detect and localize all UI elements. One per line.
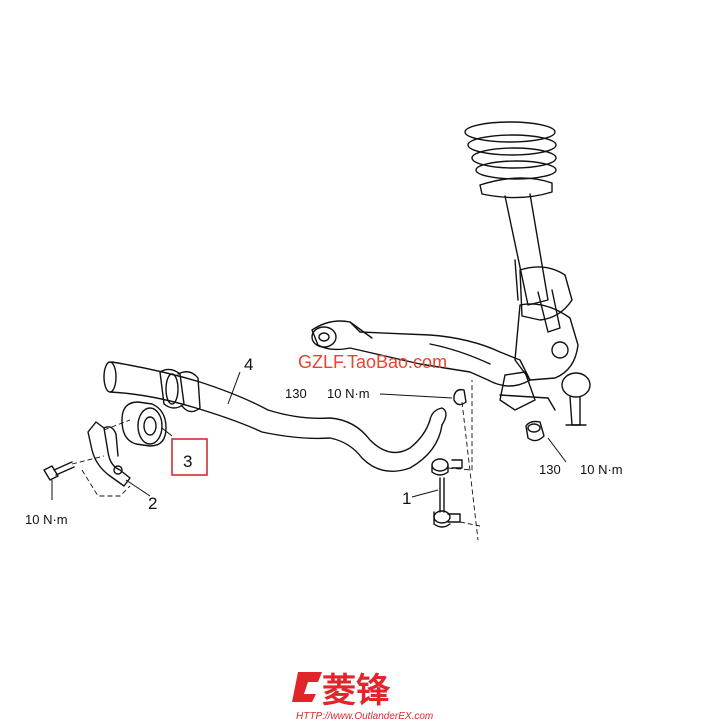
bushing-bracket [87,421,131,487]
callout-2: 2 [148,494,157,513]
leader-1 [411,489,439,498]
leader-link-upper [379,393,453,399]
steering-knuckle [499,303,591,426]
bar-bushing-mounted [159,368,201,413]
dash-link-vertical [461,401,479,541]
logo-mark [292,672,322,702]
coil-spring [464,121,557,199]
strut [504,193,573,333]
stabilizer-bar [103,361,447,472]
bracket-bolt-torque: 10 N·m [25,512,68,527]
dash-bolt-bracket [71,455,105,465]
dash-bushing [103,419,131,431]
logo-url: HTTP://www.OutlanderEX.com [296,711,433,722]
knuckle-nut [525,420,545,442]
callout-4: 4 [244,355,253,374]
bracket-bolt [43,461,75,481]
leader-2 [125,479,151,497]
brand-logo: 菱锋 HTTP://www.OutlanderEX.com [292,671,433,722]
watermark: GZLF.TaoBao.com [298,352,447,372]
link-lower-num: 130 [539,462,561,477]
link-upper-torque: 10 N·m [327,386,370,401]
link-upper-num: 130 [285,386,307,401]
bushing [121,401,167,447]
lower-control-arm [311,320,531,387]
callout-3: 3 [183,452,192,471]
dash-bracket [81,469,131,497]
callout-3-box [171,438,208,476]
leader-link-lower [547,437,567,463]
stabilizer-link [431,458,463,528]
link-lower-torque: 10 N·m [580,462,623,477]
leader-4 [227,371,241,405]
dash-link-lower [459,521,481,527]
link-upper-nut [453,388,467,406]
logo-chars: 菱锋 [322,671,391,711]
dash-link-arm [447,380,473,471]
leader-3 [161,427,173,437]
callout-1: 1 [402,489,411,508]
